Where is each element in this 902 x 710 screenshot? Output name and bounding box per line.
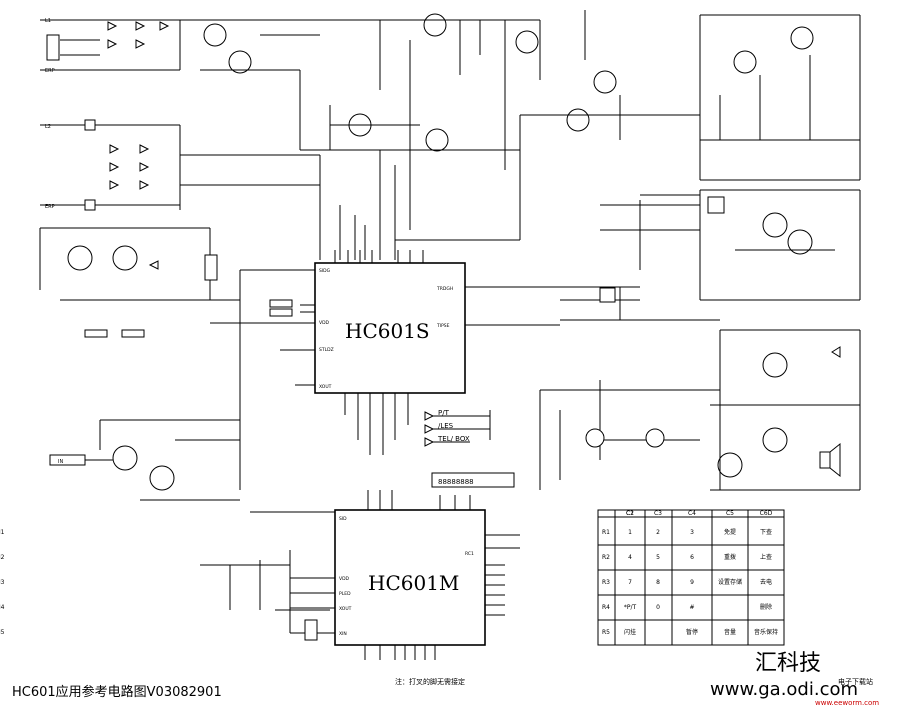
logo-english: www.ga.odi.com — [710, 679, 858, 700]
svg-text:VDD: VDD — [339, 576, 350, 582]
keypad-cell: 7 — [628, 579, 632, 586]
label-tel-box: TEL/ BOX — [437, 435, 470, 443]
keypad-cell: 暂停 — [686, 628, 698, 636]
svg-text:TRDGH: TRDGH — [436, 286, 453, 292]
label-les: /LES — [438, 422, 454, 430]
keypad-cell: M1 — [0, 529, 5, 536]
keypad-cell: 去电 — [760, 578, 772, 586]
svg-text:XOUT: XOUT — [319, 384, 332, 390]
label-in-mid: IN — [58, 459, 63, 465]
keypad-header-cell: C5 — [726, 510, 734, 517]
keypad-cell: 删除 — [760, 603, 772, 611]
bridge-diodes-top — [107, 21, 170, 49]
label-line-a: ERP — [45, 68, 55, 74]
svg-text:RC1: RC1 — [465, 551, 474, 557]
capacitor-c2 — [84, 199, 96, 211]
mode-switches: P/T /LES TEL/ BOX — [424, 409, 491, 447]
logo-chinese: 汇科技 — [755, 651, 821, 676]
svg-text:SID: SID — [339, 516, 347, 522]
svg-text:STLDZ: STLDZ — [319, 347, 334, 353]
logo-site: www.eeworm.com — [815, 699, 879, 707]
hc601s-label: HC601S — [345, 319, 430, 343]
transformer — [204, 254, 218, 281]
svg-text:XOUT: XOUT — [339, 606, 352, 612]
buzzer-a — [585, 428, 605, 448]
input-box — [49, 454, 86, 466]
keypad-header-cell: C1 — [626, 510, 634, 517]
bottom-left-section: IN — [49, 300, 241, 501]
lcd-display: 88888888 — [431, 472, 515, 488]
keypad-cell: 上查 — [760, 553, 772, 561]
keypad-row-label: R1 — [602, 529, 610, 536]
capacitor-c1 — [84, 119, 96, 131]
logo-badge: 电子下载站 — [838, 677, 873, 686]
diagram-title: HC601应用参考电路图V03082901 — [12, 684, 222, 700]
hc601m-chip: HC601M SID VDD PLED XOUT XIN RC1 — [250, 490, 520, 660]
keypad-row-label: R3 — [602, 579, 610, 586]
top-transistor-group — [180, 10, 640, 260]
ring-detect-section — [39, 227, 310, 301]
label-l1: L1 — [45, 18, 51, 24]
bridge-diodes-bottom — [109, 144, 150, 190]
keypad-header-cell: C4 — [688, 510, 696, 517]
keypad-cell: M4 — [0, 604, 5, 611]
keypad-cell: 免提 — [724, 528, 736, 536]
svg-text:TIPSE: TIPSE — [436, 323, 450, 329]
keypad-cell: 3 — [690, 529, 694, 536]
svg-text:VDD: VDD — [319, 320, 330, 326]
keypad-row-label: R5 — [602, 629, 610, 636]
hc601m-label: HC601M — [368, 571, 459, 595]
connector-box-b — [269, 308, 293, 317]
keypad-cell: # — [689, 604, 694, 611]
keypad-header-cell: C3 — [654, 510, 662, 517]
svg-text:XIN: XIN — [339, 631, 347, 637]
connector-box-c — [84, 329, 108, 338]
keypad-cell: 1 — [628, 529, 632, 536]
battery-box — [599, 287, 616, 303]
label-pt: P/T — [438, 409, 450, 417]
keypad-cell: 音量 — [724, 628, 736, 636]
dial-section — [539, 200, 720, 490]
keypad-cell: 音乐保持 — [754, 628, 778, 636]
svg-text:SIDG: SIDG — [319, 268, 331, 274]
right-amp-section — [640, 14, 861, 491]
keypad-cell: 0 — [656, 604, 660, 611]
keypad-header-cell: C6D — [760, 510, 773, 517]
keypad-header-cell: C2 — [626, 510, 634, 517]
speaker-top — [707, 196, 725, 214]
crystal — [304, 619, 318, 641]
keypad-cell: 5 — [656, 554, 660, 561]
display-digits: 88888888 — [438, 478, 474, 486]
relay-switch — [46, 34, 60, 61]
keypad-row-label: R4 — [602, 604, 610, 611]
footnote: 注：打叉的脚无需接定 — [395, 677, 465, 686]
watermark-logo: 汇科技 www.ga.odi.com www.eeworm.com 电子下载站 — [710, 651, 879, 707]
keypad-cell: 2 — [656, 529, 660, 536]
keypad-cell: 9 — [690, 579, 694, 586]
keypad-row-label: R2 — [602, 554, 610, 561]
connector-box-a — [269, 299, 293, 308]
buzzer-b — [645, 428, 665, 448]
speaker-bottom — [819, 451, 831, 469]
keypad-cell: 4 — [628, 554, 632, 561]
keypad-cell: M3 — [0, 579, 5, 586]
keypad-cell: 8 — [656, 579, 660, 586]
keypad-cell: 闪挂 — [624, 628, 636, 636]
keypad-cell: 下查 — [760, 528, 772, 536]
keypad-cell: M5 — [0, 629, 5, 636]
label-line-b: ERP — [45, 204, 55, 210]
keypad-cell: 重拨 — [724, 553, 736, 561]
keypad-cell: 6 — [690, 554, 694, 561]
hc601s-chip: HC601S SIDG VDD STLDZ XOUT TRDGH TIPSE — [210, 250, 560, 455]
keypad-cell: *P/T — [624, 604, 637, 611]
input-section: L1 L2 ERP ERP — [40, 18, 320, 211]
supply-section — [200, 550, 330, 641]
label-l2: L2 — [45, 124, 51, 130]
keypad-cell: M2 — [0, 554, 5, 561]
keypad-cell: 设置存储 — [718, 578, 742, 586]
svg-text:PLED: PLED — [339, 591, 351, 597]
connector-box-d — [121, 329, 145, 338]
